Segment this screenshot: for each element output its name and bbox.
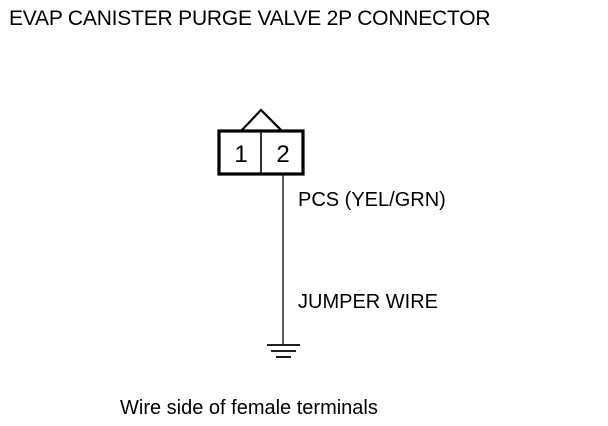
pin-2-label: 2 (276, 141, 290, 168)
jumper-wire-label: JUMPER WIRE (298, 291, 438, 313)
ground-symbol-icon (267, 344, 300, 358)
pin-1-label: 1 (234, 141, 248, 168)
diagram-caption: Wire side of female terminals (120, 397, 378, 419)
wire-label: PCS (YEL/GRN) (298, 189, 446, 211)
connector-key-icon (240, 108, 283, 132)
diagram-title: EVAP CANISTER PURGE VALVE 2P CONNECTOR (9, 7, 491, 30)
